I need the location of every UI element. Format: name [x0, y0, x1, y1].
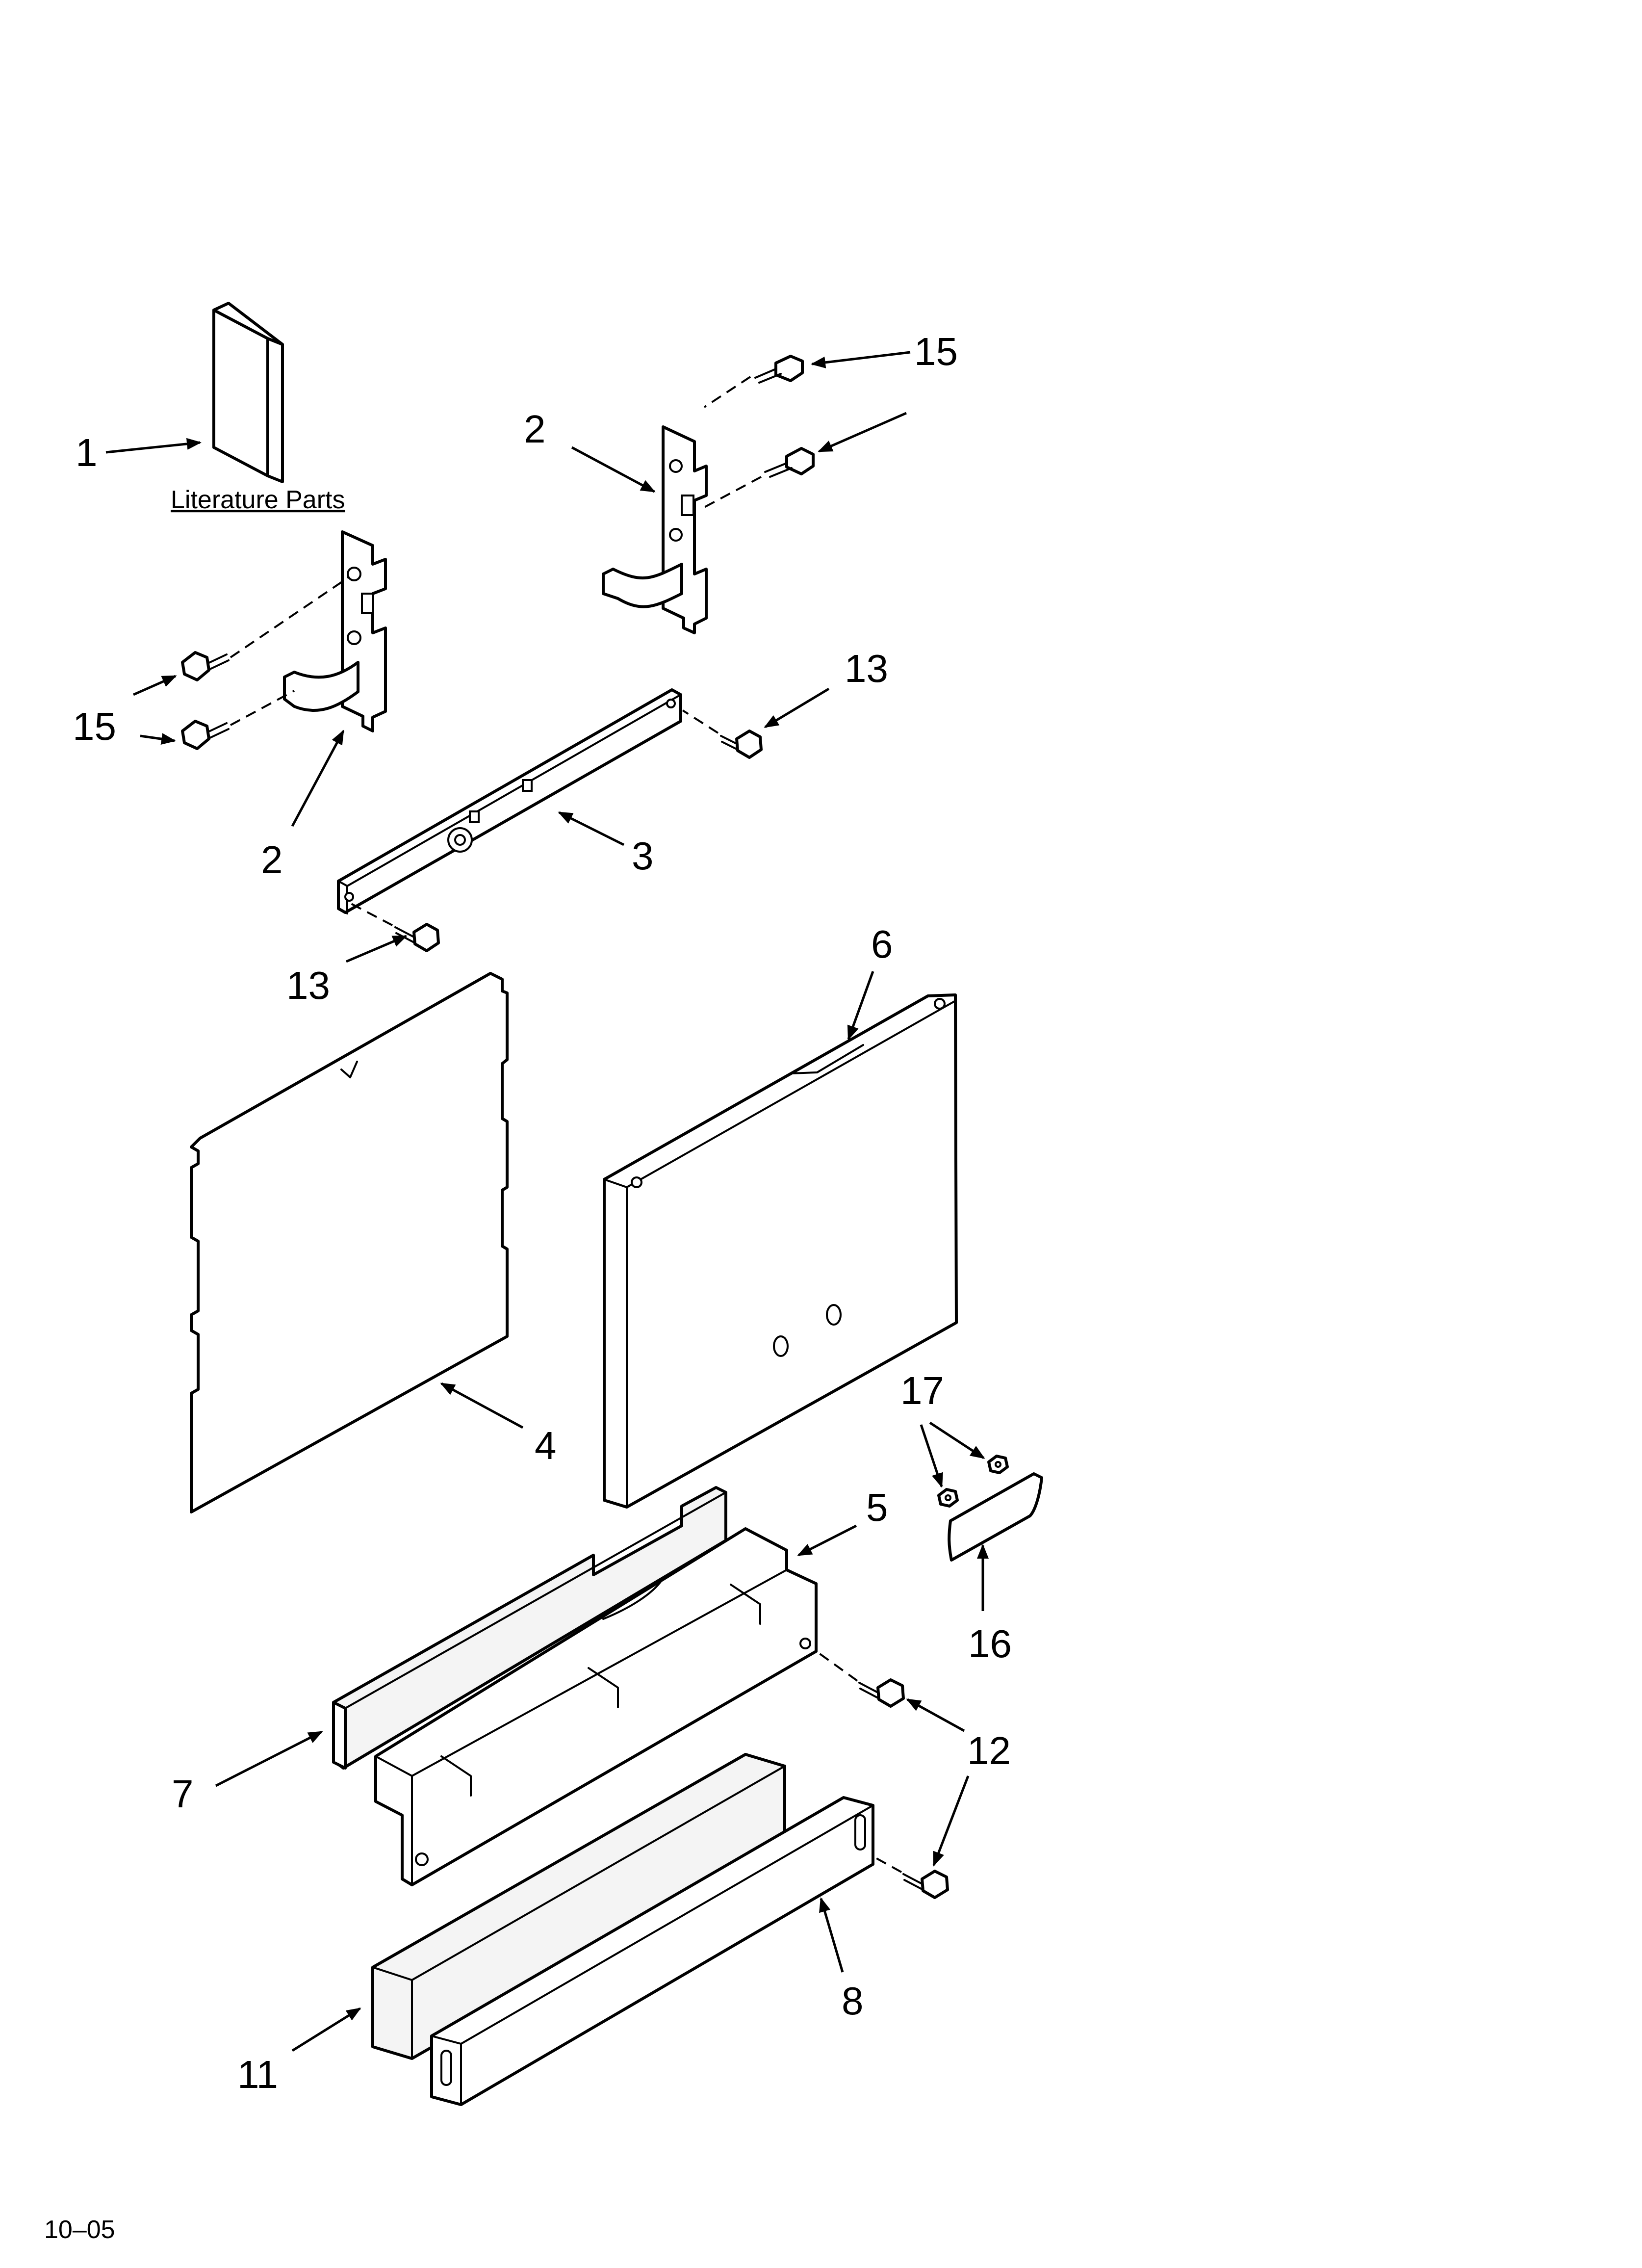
screw-13-right — [720, 730, 763, 759]
screw-12-upper — [858, 1678, 905, 1708]
callout-2-bottom: 2 — [261, 838, 283, 882]
mounting-rail — [337, 688, 682, 914]
callout-1: 1 — [76, 431, 98, 474]
leader-lines — [105, 351, 989, 2052]
inner-panel — [190, 972, 509, 1513]
callout-3: 3 — [632, 834, 654, 878]
callout-16: 16 — [968, 1622, 1012, 1666]
nut-17-a — [937, 1488, 959, 1508]
hinge-bracket-left — [283, 530, 387, 732]
callout-15-left: 15 — [73, 704, 116, 748]
screw-15-left-a — [181, 651, 230, 681]
outer-door-panel — [603, 993, 958, 1509]
callout-4: 4 — [535, 1424, 557, 1467]
callout-11: 11 — [237, 2053, 278, 2096]
kick-plate — [430, 1796, 874, 2106]
callout-12: 12 — [967, 1729, 1011, 1773]
callout-6: 6 — [871, 922, 893, 966]
literature-parts-label: Literature Parts — [171, 486, 345, 514]
callout-5: 5 — [866, 1486, 888, 1529]
screw-15-left-b — [181, 720, 230, 750]
screw-15-top-a — [754, 355, 804, 384]
literature-booklet — [212, 302, 284, 483]
nut-17-b — [987, 1455, 1009, 1474]
callout-7: 7 — [172, 1772, 194, 1816]
callout-15-top: 15 — [914, 330, 958, 373]
callout-13-bottom: 13 — [286, 964, 330, 1007]
handle — [948, 1472, 1043, 1562]
callout-17: 17 — [900, 1369, 944, 1412]
foam-insulation-upper — [332, 1486, 727, 1770]
callout-13-top: 13 — [845, 647, 888, 690]
screw-12-lower — [902, 1870, 949, 1899]
lower-door-bracket — [374, 1527, 818, 1886]
callout-2-top: 2 — [524, 407, 546, 451]
hinge-bracket-right — [602, 425, 708, 634]
screw-15-top-b — [764, 447, 815, 478]
revision-code: 10–05 — [44, 2216, 115, 2244]
callout-8: 8 — [842, 1979, 864, 2023]
